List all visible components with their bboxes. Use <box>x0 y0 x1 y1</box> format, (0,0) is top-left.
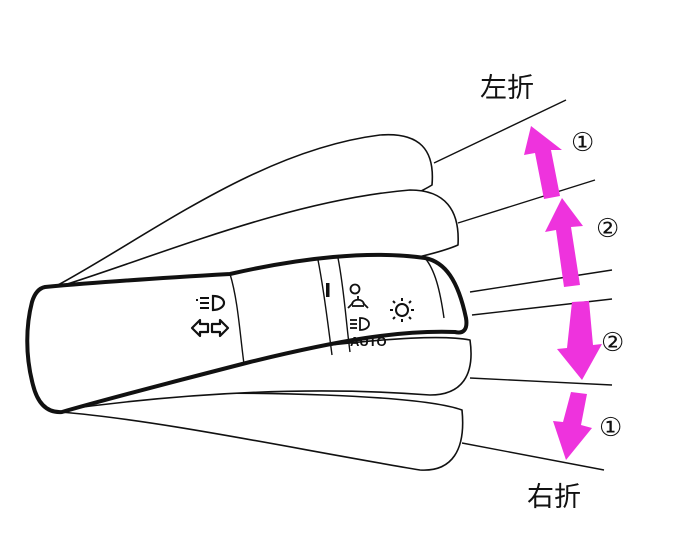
leader-line-left-partial <box>457 179 596 224</box>
lever-ring-right <box>317 259 333 356</box>
arrow-up-step-2 <box>545 198 583 287</box>
fog-light-icon <box>350 317 370 331</box>
auto-label: AUTO <box>350 334 387 349</box>
lever-position-right-full <box>59 392 464 471</box>
off-position-icon <box>349 283 361 295</box>
lever-ring-left <box>229 273 245 365</box>
switch-position-marker <box>326 283 330 297</box>
leader-line-left-full <box>433 99 567 164</box>
leader-line-neutral-upper <box>469 269 613 293</box>
arrow-down-step-2 <box>557 301 602 380</box>
step-2-down-label: ② <box>601 328 624 358</box>
headlight-icon <box>390 298 414 322</box>
lever-main-body <box>25 252 469 415</box>
right-turn-label: 右折 <box>527 482 581 513</box>
turn-signal-left-icon <box>190 318 210 338</box>
parking-light-icon <box>347 296 369 309</box>
turn-signal-right-icon <box>210 318 230 338</box>
step-2-up-label: ② <box>596 214 619 244</box>
leader-line-neutral-lower <box>471 298 613 316</box>
arrow-down-step-1 <box>553 392 592 460</box>
step-1-up-label: ① <box>571 128 594 158</box>
step-1-down-label: ① <box>599 413 622 443</box>
lever-tip-edge <box>424 257 445 319</box>
lever-ring-mid <box>337 257 351 353</box>
headlight-beam-icon <box>196 294 226 312</box>
leader-line-right-full <box>461 442 605 471</box>
arrow-up-step-1 <box>524 126 562 199</box>
leader-line-right-partial <box>469 377 613 386</box>
left-turn-label: 左折 <box>480 73 534 104</box>
